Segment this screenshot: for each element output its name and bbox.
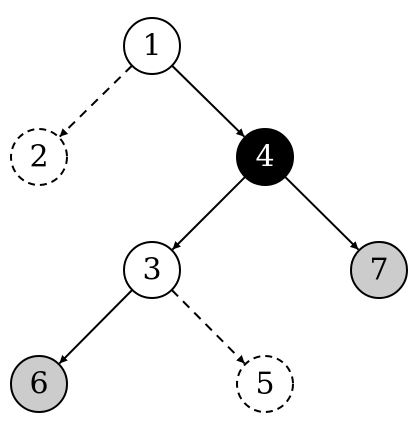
node-circle	[10, 128, 68, 186]
node-label: 3	[142, 253, 161, 288]
node-label: 1	[142, 29, 161, 64]
node-5: 5	[236, 355, 294, 413]
edge-n1-n4	[171, 64, 246, 138]
node-4: 4	[236, 128, 294, 186]
node-circle	[236, 128, 294, 186]
node-label: 4	[255, 140, 274, 175]
node-circle	[123, 17, 181, 75]
node-circle	[350, 241, 408, 299]
edge-n3-n5	[171, 289, 246, 365]
node-2: 2	[10, 128, 68, 186]
node-6: 6	[10, 355, 68, 413]
nodes: 1 2 4 3 7 6 5	[10, 17, 408, 413]
edge-n4-n7	[284, 176, 360, 251]
node-label: 6	[29, 367, 48, 402]
node-3: 3	[123, 241, 181, 299]
node-circle	[10, 355, 68, 413]
edge-n3-n6	[58, 289, 133, 365]
node-label: 2	[29, 140, 48, 175]
node-1: 1	[123, 17, 181, 75]
node-label: 7	[369, 253, 388, 288]
node-label: 5	[255, 367, 274, 402]
edges	[58, 64, 360, 365]
node-7: 7	[350, 241, 408, 299]
edge-n1-n2	[58, 64, 133, 138]
node-circle	[123, 241, 181, 299]
node-circle	[236, 355, 294, 413]
edge-n4-n3	[171, 176, 246, 251]
